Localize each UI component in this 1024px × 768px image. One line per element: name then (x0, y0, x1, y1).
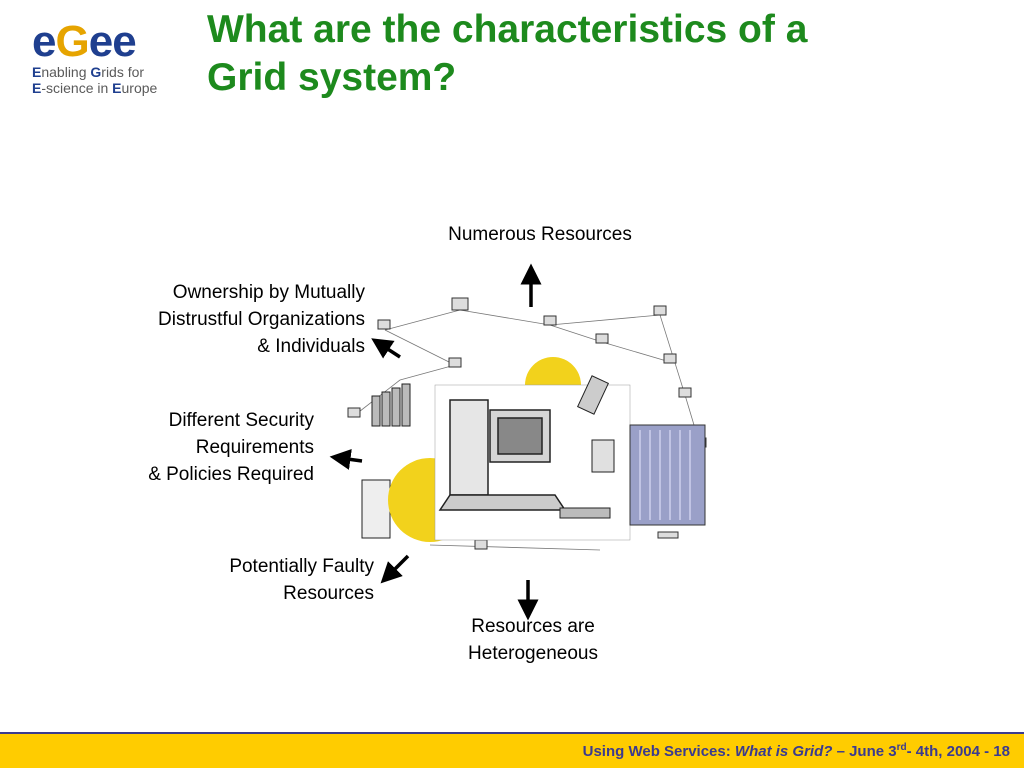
label-numerous-resources: Numerous Resources (448, 224, 632, 245)
arrow-ownership (371, 338, 401, 359)
desktop-computer (438, 399, 567, 511)
mobile-phone (559, 375, 615, 519)
arrow-faulty (380, 554, 410, 584)
title-line-1: What are the characteristics of a (207, 8, 808, 51)
egee-logo: eGee Enabling Grids for E-science in Eur… (28, 18, 168, 102)
logo-tagline-line2: E-science in Europe (32, 80, 158, 96)
footer-text: Using Web Services: What is Grid? – June… (582, 742, 1010, 760)
label-ownership: Ownership by Mutually Distrustful Organi… (158, 282, 365, 357)
building-windows (639, 430, 691, 520)
label-security: Different Security Requirements & Polici… (148, 410, 314, 485)
supercomputer-building (629, 424, 706, 526)
network-lines (354, 309, 701, 551)
logo-tagline-line1: Enabling Grids for (32, 64, 145, 80)
label-faulty: Potentially Faulty Resources (229, 556, 374, 604)
logo-wordmark: eGee (32, 17, 137, 66)
slide-title: What are the characteristics of a Grid s… (207, 6, 1007, 102)
footer-bar: Using Web Services: What is Grid? – June… (0, 732, 1024, 768)
label-heterogeneous: Resources are Heterogeneous (468, 616, 598, 664)
server-racks (361, 383, 411, 539)
grid-resources-illustration (347, 297, 707, 551)
arrow-security (329, 449, 363, 470)
title-line-2: Grid system? (207, 56, 457, 99)
